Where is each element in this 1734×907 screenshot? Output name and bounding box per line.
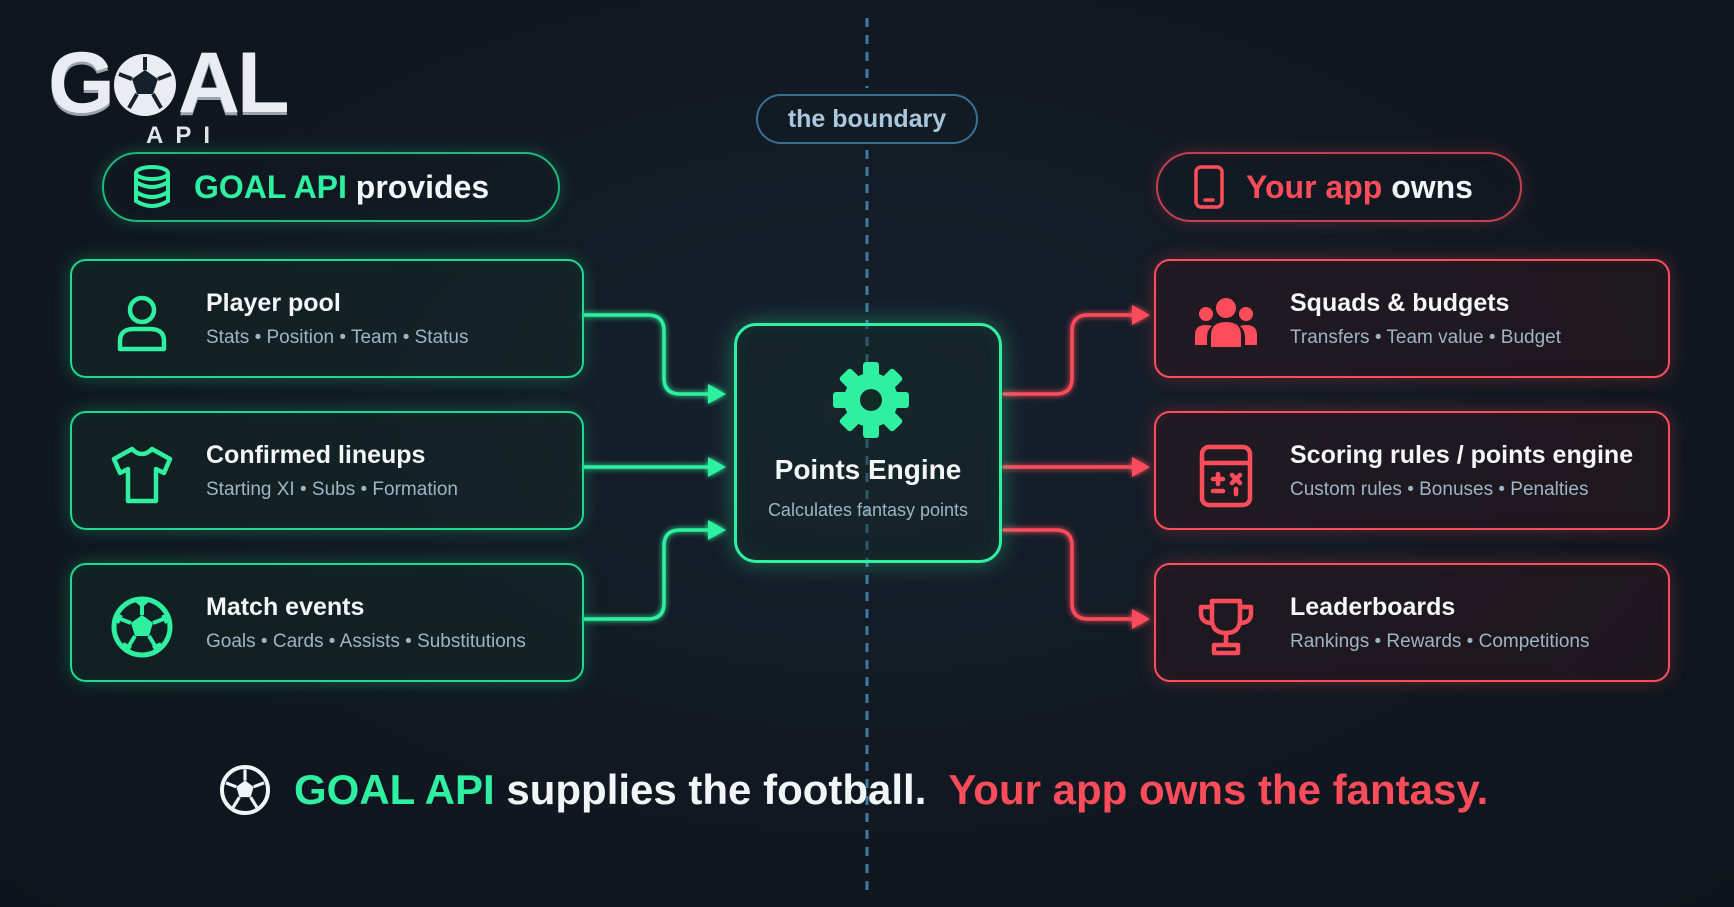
- output-title: Scoring rules / points engine: [1290, 441, 1634, 469]
- input-subtitle: Starting XI • Subs • Formation: [206, 479, 458, 500]
- jersey-icon: [111, 446, 173, 504]
- arrowhead-lineups: [708, 457, 726, 477]
- arrowhead-squads: [1132, 305, 1150, 325]
- connector-events: [582, 528, 716, 621]
- users-group-icon: [1195, 298, 1257, 347]
- logo-letter-g: G: [48, 35, 115, 131]
- logo-letters-al: AL: [177, 35, 290, 131]
- footer-highlight-api: GOAL API: [294, 766, 495, 813]
- logo-subtitle: API: [146, 122, 223, 149]
- footer-app-owns-text: Your app owns the fantasy.: [948, 766, 1489, 813]
- boundary-label: the boundary: [756, 94, 978, 144]
- input-match-events: Match events Goals • Cards • Assists • S…: [70, 563, 584, 682]
- arrowhead-player-pool: [708, 384, 726, 404]
- arrowhead-leaderboards: [1132, 609, 1150, 629]
- engine-subtitle: Calculates fantasy points: [767, 500, 969, 520]
- input-player-pool: Player pool Stats • Position • Team • St…: [70, 259, 584, 378]
- input-subtitle: Goals • Cards • Assists • Substitutions: [206, 631, 526, 652]
- engine-title: Points Engine: [774, 454, 962, 485]
- output-title: Squads & budgets: [1290, 289, 1510, 317]
- points-engine: Points Engine Calculates fantasy points: [734, 323, 1002, 563]
- phone-icon: [1194, 165, 1224, 209]
- connector-leaderboards: [1002, 528, 1138, 621]
- trophy-icon: [1198, 598, 1254, 656]
- footer-supplies-text: supplies the football.: [494, 766, 927, 813]
- api-provides-header: GOAL API provides: [102, 152, 560, 222]
- output-subtitle: Transfers • Team value • Budget: [1290, 327, 1561, 348]
- calculator-icon: [1199, 444, 1253, 508]
- output-scoring-rules: Scoring rules / points engine Custom rul…: [1154, 411, 1670, 530]
- gear-icon: [833, 362, 909, 438]
- output-subtitle: Custom rules • Bonuses • Penalties: [1290, 479, 1589, 500]
- output-leaderboards: Leaderboards Rankings • Rewards • Compet…: [1154, 563, 1670, 682]
- app-owns-header: Your app owns: [1156, 152, 1522, 222]
- header-highlight-api: GOAL API: [194, 168, 347, 205]
- output-title: Leaderboards: [1290, 593, 1456, 621]
- connector-squads: [1002, 313, 1138, 396]
- input-title: Match events: [206, 593, 365, 621]
- connector-player-pool: [582, 313, 716, 396]
- arrowhead-events: [708, 520, 726, 540]
- header-rest-provides: provides: [355, 168, 490, 205]
- input-title: Confirmed lineups: [206, 441, 426, 469]
- header-rest-owns: owns: [1391, 168, 1473, 205]
- output-squads-budgets: Squads & budgets Transfers • Team value …: [1154, 259, 1670, 378]
- soccer-ball-icon: [111, 596, 173, 658]
- user-icon: [117, 295, 167, 352]
- arrowhead-scoring: [1132, 457, 1150, 477]
- logo-ball-icon: [113, 54, 176, 116]
- input-subtitle: Stats • Position • Team • Status: [206, 327, 469, 348]
- input-title: Player pool: [206, 289, 341, 317]
- output-subtitle: Rankings • Rewards • Competitions: [1290, 631, 1590, 652]
- soccer-ball-icon: [219, 764, 271, 816]
- header-highlight-app: Your app: [1246, 168, 1383, 205]
- input-confirmed-lineups: Confirmed lineups Starting XI • Subs • F…: [70, 411, 584, 530]
- database-icon: [134, 165, 170, 208]
- footer-tagline: GOAL API supplies the football. Your app…: [218, 758, 1488, 822]
